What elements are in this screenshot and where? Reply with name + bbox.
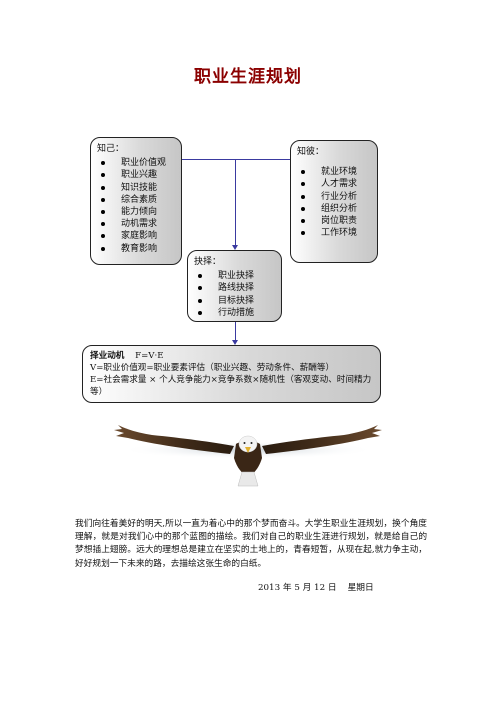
list-item: 知识技能 [97, 182, 175, 194]
list-item: 职业抉择 [194, 270, 275, 282]
motivation-formula: F=V·E [135, 351, 164, 361]
date-line: 2013 年 5 月 12 日 星期日 [258, 583, 374, 593]
list-item: 家庭影响 [97, 230, 175, 242]
connector-right [235, 159, 290, 160]
list-item: 人才需求 [297, 178, 371, 190]
self-knowledge-list: 职业价值观 职业兴趣 知识技能 综合素质 能力倾向 动机需求 家庭影响 教育影响 [97, 157, 175, 255]
connector-down-to-choice [235, 159, 236, 245]
eagle-image [114, 425, 382, 487]
decision-heading: 抉择： [194, 257, 222, 267]
arrow-to-motive [232, 340, 238, 345]
motivation-line-2: E=社会需求量 × 个人竞争能力×竞争系数×随机性（客观变动、时间精力等） [90, 375, 372, 397]
eagle-left-wing [114, 425, 234, 454]
motivation-heading: 择业动机 [90, 351, 125, 361]
list-item: 岗位职责 [297, 215, 371, 227]
body-paragraph: 我们向往着美好的明天,所以一直为着心中的那个梦而奋斗。大学生职业生涯规划，换个角… [75, 519, 427, 569]
page-title: 职业生涯规划 [194, 67, 302, 87]
decision-list: 职业抉择 路线抉择 目标抉择 行动措施 [194, 270, 275, 319]
self-knowledge-heading: 知己： [97, 144, 125, 154]
list-item: 教育影响 [97, 243, 175, 255]
list-item: 行动措施 [194, 307, 275, 319]
motivation-heading-row: 择业动机 F=V·E [90, 350, 373, 362]
list-item: 就业环境 [297, 166, 371, 178]
connector-left [182, 159, 235, 160]
motivation-line-1: V=职业价值观=职业要素评估（职业兴趣、劳动条件、薪酬等） [90, 363, 335, 373]
list-item: 能力倾向 [97, 206, 175, 218]
list-item: 行业分析 [297, 191, 371, 203]
self-knowledge-box: 知己： 职业价值观 职业兴趣 知识技能 综合素质 能力倾向 动机需求 家庭影响 … [90, 137, 182, 265]
decision-box: 抉择： 职业抉择 路线抉择 目标抉择 行动措施 [187, 250, 282, 322]
list-item: 组织分析 [297, 203, 371, 215]
list-item: 目标抉择 [194, 295, 275, 307]
eagle-eye-right [250, 442, 253, 444]
list-item: 工作环境 [297, 227, 371, 239]
list-item: 动机需求 [97, 218, 175, 230]
eagle-right-wing [262, 425, 382, 454]
list-item: 职业兴趣 [97, 169, 175, 181]
list-item: 职业价值观 [97, 157, 175, 169]
eagle-beak [245, 447, 251, 453]
eagle-body [234, 441, 262, 476]
motivation-box: 择业动机 F=V·E V=职业价值观=职业要素评估（职业兴趣、劳动条件、薪酬等）… [82, 345, 381, 403]
list-item: 综合素质 [97, 194, 175, 206]
environment-knowledge-box: 知彼： 就业环境 人才需求 行业分析 组织分析 岗位职责 工作环境 [290, 140, 378, 263]
environment-knowledge-list: 就业环境 人才需求 行业分析 组织分析 岗位职责 工作环境 [297, 166, 371, 239]
connector-down-to-motive [235, 322, 236, 340]
list-item: 路线抉择 [194, 282, 275, 294]
eagle-tail [237, 471, 259, 487]
arrow-to-choice [232, 245, 238, 250]
environment-knowledge-heading: 知彼： [297, 147, 325, 157]
eagle-eye-left [243, 442, 246, 444]
